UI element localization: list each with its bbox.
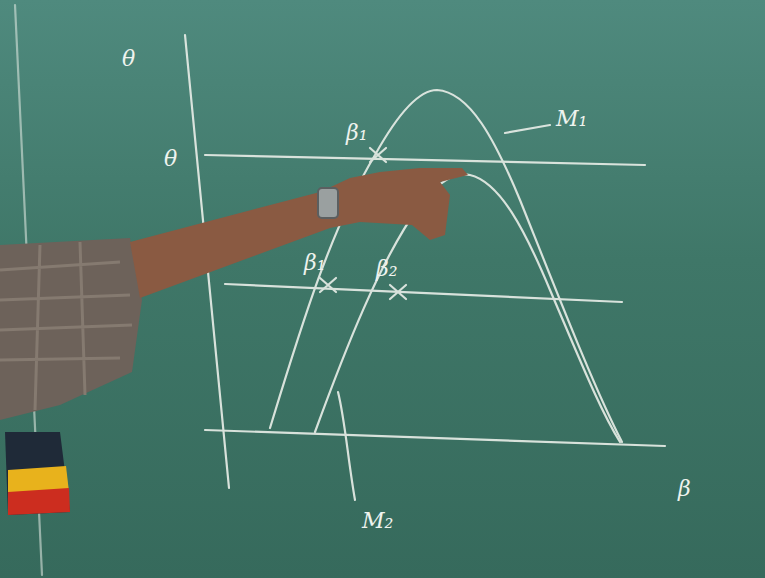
intersection-label: β₁: [346, 122, 368, 144]
axis-label: θ: [122, 48, 135, 70]
m1-curve: [270, 90, 622, 442]
cross-mark: [370, 148, 386, 162]
wristwatch: [318, 188, 338, 218]
beta-axis: [205, 430, 665, 446]
book: [5, 432, 70, 515]
theta-line: [205, 155, 645, 165]
m2-leader: [338, 392, 355, 500]
curve-label: M₁: [556, 108, 587, 130]
m1-leader: [505, 125, 550, 133]
lower-theta-line: [225, 284, 622, 302]
intersection-label: β₁: [304, 252, 326, 274]
cross-mark: [320, 278, 336, 292]
axis-label: β: [678, 478, 691, 500]
pointing-arm: [0, 168, 468, 420]
cross-mark: [390, 285, 406, 299]
line-label: θ: [164, 148, 177, 170]
intersection-label: β₂: [376, 258, 398, 280]
curve-label: M₂: [362, 510, 393, 532]
